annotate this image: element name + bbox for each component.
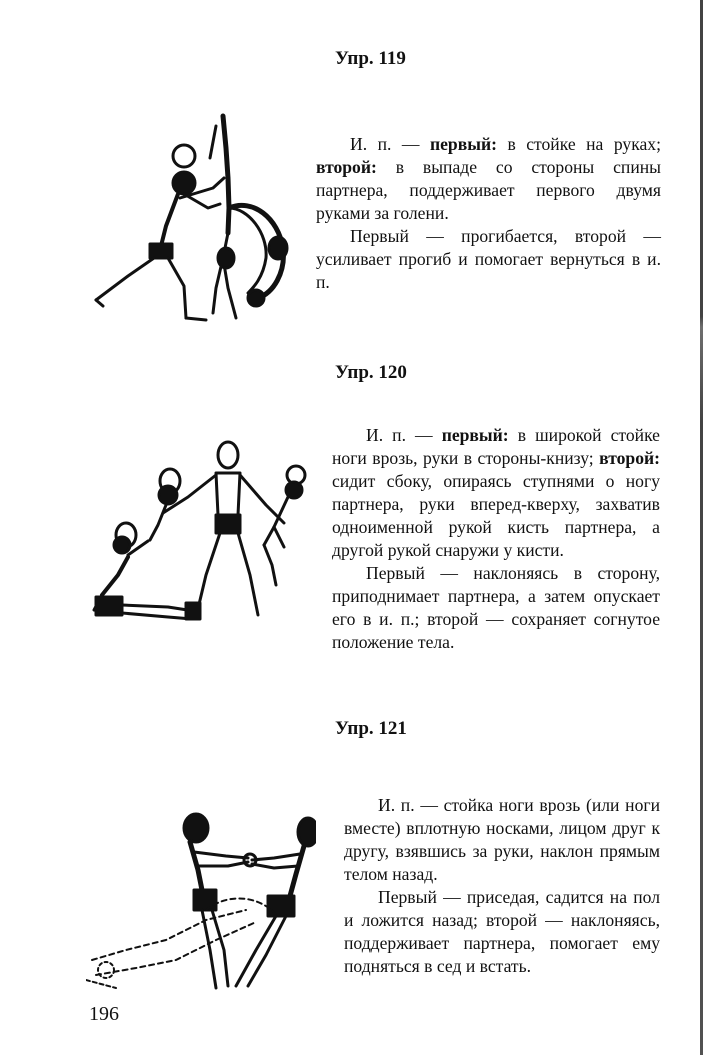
exercise-120-paragraph-2: Первый — наклоняясь в сторону, приподним… <box>332 562 660 654</box>
text-run: в широкой стойке ноги врозь, руки в стор… <box>332 425 660 468</box>
bold-term: первый: <box>429 134 497 154</box>
page-edge <box>700 0 703 1055</box>
exercise-120-text: И. п. — первый: в широкой стойке ноги вр… <box>332 424 660 654</box>
exercise-119-paragraph-1: И. п. — первый: в стойке на руках; второ… <box>316 133 661 225</box>
text-run: сидит сбоку, опираясь ступнями о ногу па… <box>332 471 660 560</box>
exercise-120-paragraph-1: И. п. — первый: в широкой стойке ноги вр… <box>332 424 660 562</box>
exercise-119-text: И. п. — первый: в стойке на руках; второ… <box>316 133 661 294</box>
text-run: И. п. — <box>366 425 442 445</box>
bold-term: второй: <box>316 157 377 177</box>
text-run: Первый — приседая, садится на пол и ложи… <box>344 887 660 976</box>
page-number: 196 <box>89 1003 119 1025</box>
exercise-121-text: И. п. — стойка ноги врозь (или ноги вмес… <box>344 794 660 978</box>
exercise-119-title: Упр. 119 <box>335 48 406 69</box>
text-run: Первый — наклоняясь в сторону, приподним… <box>332 563 660 652</box>
figure-120 <box>88 435 318 635</box>
text-run: в стойке на руках; <box>496 134 661 154</box>
figure-121 <box>86 810 316 995</box>
bold-term: первый: <box>441 425 509 445</box>
text-run: И. п. — стойка ноги врозь (или ноги вмес… <box>344 795 660 884</box>
bold-term: второй: <box>599 448 660 468</box>
text-run: И. п. — <box>350 134 430 154</box>
figure-119 <box>88 108 303 328</box>
text-run: в выпаде со стороны спины партнера, подд… <box>316 157 661 223</box>
exercise-121-title: Упр. 121 <box>335 718 407 739</box>
exercise-119-paragraph-2: Первый — прогибается, второй — усиливает… <box>316 225 661 294</box>
text-run: Первый — прогибается, второй — усиливает… <box>316 226 661 292</box>
exercise-121-paragraph-1: И. п. — стойка ноги врозь (или ноги вмес… <box>344 794 660 886</box>
exercise-120-title: Упр. 120 <box>335 362 407 383</box>
exercise-121-paragraph-2: Первый — приседая, садится на пол и ложи… <box>344 886 660 978</box>
